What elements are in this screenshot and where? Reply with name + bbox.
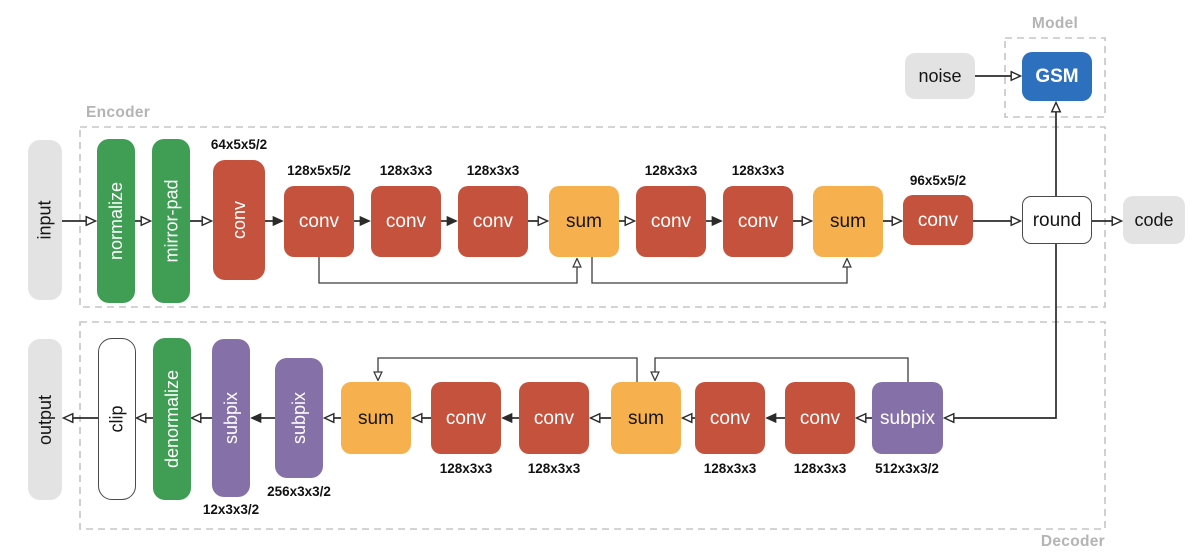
- decoder-subpix3-node: subpix: [872, 382, 943, 454]
- decoder-conv3-node: conv: [695, 382, 765, 454]
- round-node: round: [1022, 196, 1092, 244]
- decoder-conv4-node: conv: [785, 382, 855, 454]
- decoder-conv1-dim: 128x3x3: [439, 461, 493, 476]
- model-frame: [1004, 37, 1106, 118]
- encoder-conv4-dim: 128x3x3: [644, 163, 698, 178]
- skip-subpix512-dsum2: [655, 357, 909, 382]
- normalize-node: normalize: [97, 139, 135, 303]
- encoder-conv1-node: conv: [284, 186, 354, 257]
- input-node: input: [28, 140, 62, 300]
- decoder-conv1-node: conv: [431, 382, 501, 454]
- edge-round-subpix512: [945, 244, 1057, 418]
- decoder-sum2-node: sum: [611, 382, 681, 454]
- decoder-conv4-dim: 128x3x3: [793, 461, 847, 476]
- encoder-conv6-node: conv: [903, 195, 973, 245]
- encoder-conv5-dim: 128x3x3: [731, 163, 785, 178]
- encoder-conv3-dim: 128x3x3: [466, 163, 520, 178]
- skip-dsum2-dsum1: [378, 357, 638, 382]
- clip-node: clip: [98, 338, 136, 500]
- encoder-conv5-node: conv: [723, 186, 793, 257]
- mirror-pad-node: mirror-pad: [152, 139, 190, 303]
- code-node: code: [1123, 196, 1185, 244]
- output-node: output: [28, 339, 62, 500]
- decoder-subpix3-dim: 512x3x3/2: [875, 461, 939, 476]
- encoder-conv3-node: conv: [458, 186, 528, 257]
- skip-sum1-sum2: [591, 257, 847, 284]
- decoder-subpix2-dim: 256x3x3/2: [267, 484, 331, 499]
- encoder-conv6-dim: 96x5x5/2: [909, 173, 967, 188]
- encoder-conv2-dim: 128x3x3: [379, 163, 433, 178]
- decoder-frame: [79, 321, 1106, 530]
- decoder-sum1-node: sum: [341, 382, 411, 454]
- decoder-subpix1-node: subpix: [212, 339, 250, 497]
- decoder-subpix2-node: subpix: [275, 358, 323, 478]
- model-section-label: Model: [1031, 15, 1079, 32]
- encoder-conv0-node: conv: [213, 160, 265, 280]
- encoder-sum1-node: sum: [549, 186, 619, 257]
- decoder-subpix1-dim: 12x3x3/2: [202, 502, 260, 517]
- decoder-conv3-dim: 128x3x3: [703, 461, 757, 476]
- decoder-conv2-dim: 128x3x3: [527, 461, 581, 476]
- encoder-conv4-node: conv: [636, 186, 706, 257]
- denormalize-node: denormalize: [153, 338, 191, 500]
- encoder-conv1-dim: 128x5x5/2: [287, 163, 351, 178]
- encoder-section-label: Encoder: [86, 104, 151, 121]
- noise-node: noise: [905, 53, 975, 99]
- decoder-conv2-node: conv: [519, 382, 589, 454]
- gsm-node: GSM: [1022, 52, 1092, 101]
- skip-conv1-sum1: [318, 257, 577, 284]
- encoder-conv2-node: conv: [371, 186, 441, 257]
- decoder-section-label: Decoder: [1040, 533, 1105, 550]
- encoder-conv0-dim: 64x5x5/2: [210, 137, 268, 152]
- encoder-frame: [79, 126, 1106, 308]
- encoder-sum2-node: sum: [813, 186, 883, 257]
